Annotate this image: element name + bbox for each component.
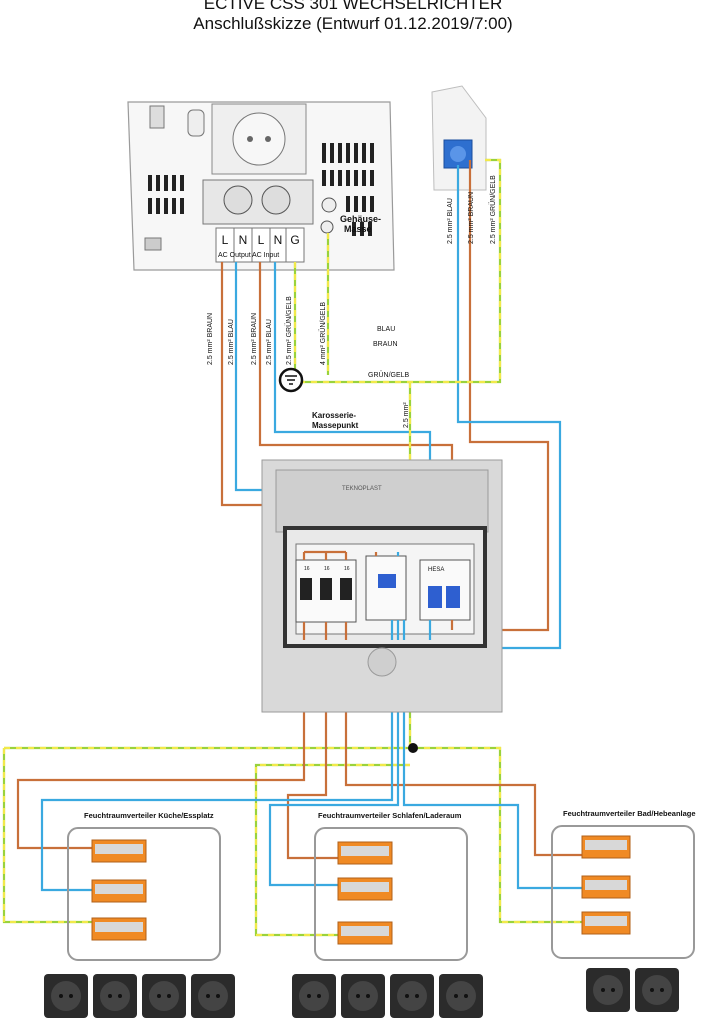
breaker-rating-2: 16	[324, 566, 330, 572]
label-in-braun: 2.5 mm² BRAUN	[251, 313, 258, 365]
label-plug-blau: 2.5 mm² BLAU	[447, 198, 454, 244]
distributor-kueche-label: Feuchtraumverteiler Küche/Essplatz	[84, 811, 214, 820]
terminal-out-n: N	[239, 233, 248, 247]
distributor-bad: Feuchtraumverteiler Bad/Hebeanlage	[551, 809, 696, 959]
diagram-title: ECTIVE CSS 301 WECHSELRICHTER	[203, 0, 503, 13]
label-out-blau: 2.5 mm² BLAU	[228, 319, 235, 365]
diagram-subtitle: Anschlußskizze (Entwurf 01.12.2019/7:00)	[193, 14, 513, 33]
socket-icon	[191, 974, 235, 1018]
ac-input-label: AC Input	[252, 252, 279, 259]
distributor-schlafen-label: Feuchtraumverteiler Schlafen/Laderaum	[318, 811, 462, 820]
wago-clamp	[581, 835, 631, 859]
sockets-schlafen	[292, 974, 483, 1018]
terminal-in-n: N	[274, 233, 283, 247]
wires	[2, 158, 588, 937]
distribution-panel: TEKNOPLAST HESA 16 16 16	[261, 459, 503, 713]
housing-ground-bolt	[321, 197, 337, 213]
socket-icon	[390, 974, 434, 1018]
socket-icon	[44, 974, 88, 1018]
breaker-brand: HESA	[428, 567, 444, 573]
ac-output-label: AC Output	[218, 252, 251, 259]
vent-grill-right	[322, 143, 374, 236]
distributor-bad-label: Feuchtraumverteiler Bad/Hebeanlage	[563, 809, 696, 818]
cable-gland-plate	[202, 179, 314, 225]
legend-blau: BLAU	[377, 326, 395, 333]
inverter: L N L N G AC Output AC Input Gehäuse- Ma…	[127, 101, 395, 271]
label-plug-braun: 2.5 mm² BRAUN	[468, 192, 475, 244]
socket-icon	[341, 974, 385, 1018]
socket-icon	[439, 974, 483, 1018]
label-plug-ground: 2.5 mm² GRÜN/GELB	[489, 175, 497, 244]
wago-clamp	[91, 917, 147, 941]
wago-clamp	[337, 921, 393, 945]
breaker-rating-3: 16	[344, 566, 350, 572]
socket-icon	[142, 974, 186, 1018]
vent-grill-left	[148, 175, 184, 214]
legend-gruen-gelb: GRÜN/GELB	[368, 371, 410, 379]
label-out-braun: 2.5 mm² BRAUN	[207, 313, 214, 365]
distributor-kueche: Feuchtraumverteiler Küche/Essplatz	[67, 811, 221, 961]
label-panel-feed: 2.5 mm²	[403, 402, 410, 428]
rj45-port	[144, 237, 162, 251]
ground-symbol-icon	[320, 220, 334, 234]
usb-port	[187, 109, 205, 137]
wago-clamp	[581, 875, 631, 899]
label-inv-ground: 2.5 mm² GRÜN/GELB	[285, 296, 293, 365]
housing-ground-label-1: Gehäuse-	[340, 214, 381, 224]
chassis-ground-label-2: Massepunkt	[312, 421, 359, 430]
wago-clamp	[337, 877, 393, 901]
breaker-rating-1: 16	[304, 566, 310, 572]
shore-power-plug	[431, 85, 487, 191]
distributor-schlafen: Feuchtraumverteiler Schlafen/Laderaum	[314, 811, 468, 961]
socket-icon	[586, 968, 630, 1012]
label-housing-ground: 4 mm² GRÜN/GELB	[319, 302, 327, 365]
socket-icon	[292, 974, 336, 1018]
terminal-block	[215, 227, 305, 263]
terminal-out-l: L	[222, 233, 229, 247]
earth-junction-dot	[408, 743, 418, 753]
wago-clamp	[91, 879, 147, 903]
wago-clamp	[91, 839, 147, 863]
socket-icon	[635, 968, 679, 1012]
socket-icon	[93, 974, 137, 1018]
panel-brand: TEKNOPLAST	[342, 486, 382, 492]
label-in-blau: 2.5 mm² BLAU	[266, 319, 273, 365]
chassis-ground-label-1: Karosserie-	[312, 411, 356, 420]
terminal-g: G	[290, 233, 299, 247]
cable-labels: 2.5 mm² BRAUN 2.5 mm² BLAU 2.5 mm² BRAUN…	[207, 175, 497, 428]
housing-ground-label-2: Masse	[344, 224, 372, 234]
terminal-in-l: L	[258, 233, 265, 247]
sockets-bad	[586, 968, 679, 1012]
chassis-ground-point: Karosserie- Massepunkt	[278, 367, 359, 430]
wago-clamp	[337, 841, 393, 865]
sockets-kueche	[44, 974, 235, 1018]
power-switch	[149, 105, 165, 129]
legend-braun: BRAUN	[373, 341, 398, 348]
wago-clamp	[581, 911, 631, 935]
